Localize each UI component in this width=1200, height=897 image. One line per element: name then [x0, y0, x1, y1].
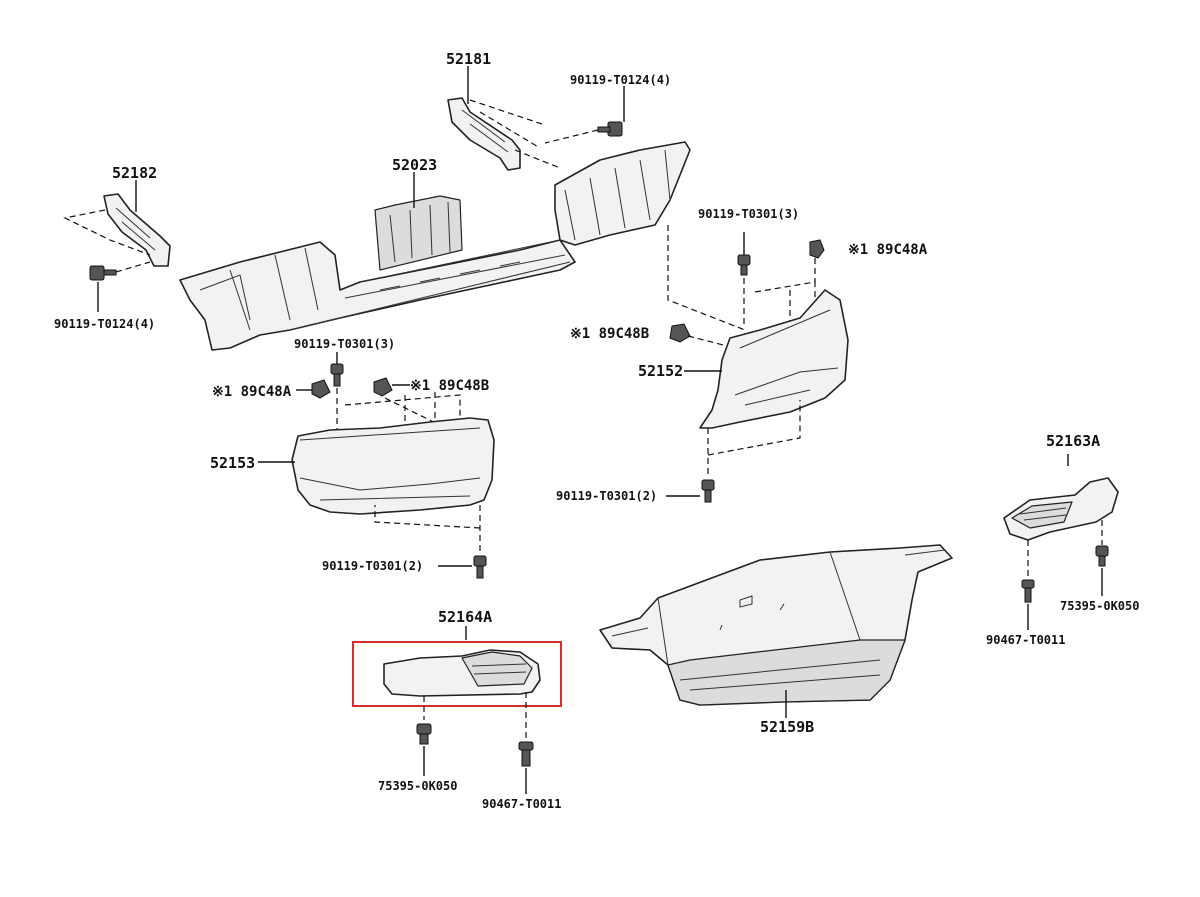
clip-89C48B-left[interactable] — [373, 377, 393, 397]
dash-52182 — [63, 209, 151, 256]
part-52023-frame[interactable] — [179, 141, 691, 351]
clip-89C48B-right[interactable] — [669, 323, 691, 343]
clip-89C48A-left[interactable] — [311, 379, 331, 399]
dash-52153-bolts — [336, 388, 461, 445]
label-52159b: 52159B — [760, 718, 814, 736]
label-bolt-left: 90119-T0124(4) — [54, 317, 155, 331]
dash-52181 — [469, 99, 561, 169]
part-52182-bracket[interactable] — [103, 193, 171, 267]
label-clip-89c48a-right: ※1 89C48A — [848, 242, 928, 258]
part-52163a-step-pad[interactable] — [1003, 477, 1119, 541]
part-52164a-step-pad[interactable] — [383, 649, 541, 697]
label-90467-left: 90467-T0011 — [482, 797, 561, 811]
clip-89C48A-right[interactable] — [809, 239, 825, 259]
label-52164a: 52164A — [438, 608, 492, 626]
dash-bolt-top — [544, 129, 599, 144]
bolt-90119-T0124-left[interactable] — [89, 265, 117, 281]
dash-52163a — [1027, 520, 1103, 578]
label-75395-left: 75395-0K050 — [378, 779, 457, 793]
clip-90467-T0011-left[interactable] — [518, 741, 534, 767]
label-clip-89c48b-left: ※1 89C48B — [410, 378, 489, 394]
part-52152-extension[interactable] — [699, 289, 849, 429]
label-bolt-0301-3-right: 90119-T0301(3) — [698, 207, 799, 221]
label-52181: 52181 — [446, 50, 491, 68]
part-52153-extension[interactable] — [291, 417, 495, 515]
clip-90467-T0011-right[interactable] — [1021, 579, 1035, 603]
label-bolt-0301-2-right: 90119-T0301(2) — [556, 489, 657, 503]
dash-bolt-left — [115, 261, 151, 273]
dash-52164a — [423, 692, 527, 740]
bolt-90119-T0301-3-left[interactable] — [330, 363, 344, 387]
label-52182: 52182 — [112, 164, 157, 182]
label-52153: 52153 — [210, 454, 255, 472]
label-clip-89c48a-left: ※1 89C48A — [212, 384, 292, 400]
bolt-90119-T0301-2-left[interactable] — [473, 555, 487, 579]
bolt-90119-T0124-top[interactable] — [597, 121, 623, 137]
part-52159b-step[interactable] — [599, 544, 953, 706]
clip-75395-0K050-left[interactable] — [416, 723, 432, 745]
dash-52153-bottom — [374, 505, 481, 555]
label-75395-right: 75395-0K050 — [1060, 599, 1139, 613]
bolt-90119-T0301-2-right[interactable] — [701, 479, 715, 503]
label-52163a: 52163A — [1046, 432, 1100, 450]
label-bolt-0301-3-left: 90119-T0301(3) — [294, 337, 395, 351]
clip-75395-0K050-right[interactable] — [1095, 545, 1109, 567]
label-52023: 52023 — [392, 156, 437, 174]
bolt-90119-T0301-3-right[interactable] — [737, 254, 751, 276]
dash-52152-top — [667, 225, 746, 331]
label-bolt-top-right: 90119-T0124(4) — [570, 73, 671, 87]
label-90467-right: 90467-T0011 — [986, 633, 1065, 647]
label-bolt-0301-2-left: 90119-T0301(2) — [322, 559, 423, 573]
part-52181-bracket[interactable] — [447, 97, 521, 171]
dash-52152-bottom — [707, 400, 801, 478]
label-clip-89c48b-right: ※1 89C48B — [570, 326, 649, 342]
label-52152: 52152 — [638, 362, 683, 380]
highlight-box-52164a — [352, 641, 562, 707]
dash-clip-b-left — [384, 397, 471, 441]
